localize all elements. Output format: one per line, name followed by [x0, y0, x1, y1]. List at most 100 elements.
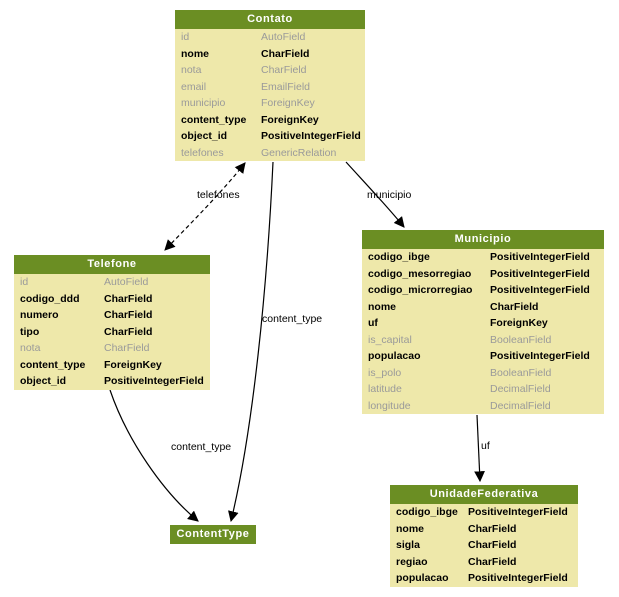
field-type: CharField [490, 300, 539, 313]
field-name: nota [20, 342, 41, 354]
field-type: ForeignKey [490, 317, 548, 329]
table-title: Telefone [14, 255, 210, 274]
field-name: codigo_ibge [368, 251, 430, 263]
table-row: codigo_ddd CharField [14, 291, 210, 308]
table-row: nome CharField [362, 299, 604, 316]
table-row: regiao CharField [390, 554, 578, 571]
table-row: populacao PositiveIntegerField [362, 348, 604, 365]
field-type: PositiveIntegerField [104, 375, 204, 387]
field-type: CharField [104, 292, 153, 305]
field-name: codigo_microrregiao [368, 284, 473, 296]
table-row: nota CharField [14, 340, 210, 357]
edge-label-content-type: content_type [171, 441, 232, 453]
table-row: content_type ForeignKey [14, 357, 210, 374]
field-name: codigo_mesorregiao [368, 267, 472, 280]
field-name: tipo [20, 325, 40, 338]
table-row: longitude DecimalField [362, 398, 604, 415]
table-row: codigo_mesorregiao PositiveIntegerField [362, 266, 604, 283]
field-name: content_type [20, 358, 86, 371]
table-row: populacao PositiveIntegerField [390, 570, 578, 587]
edge-label-telefones: telefones [197, 189, 240, 201]
field-name: id [20, 276, 29, 288]
field-name: regiao [396, 555, 428, 568]
field-type: ForeignKey [104, 358, 162, 371]
table-row: id AutoField [14, 274, 210, 291]
entity-telefone: Telefone id AutoField codigo_ddd CharFie… [14, 255, 210, 390]
table-row: content_type ForeignKey [175, 112, 365, 129]
field-type: GenericRelation [261, 146, 337, 159]
table-body: codigo_ibge PositiveIntegerField codigo_… [362, 249, 604, 414]
edge-municipio-unidadefederativa [474, 414, 485, 483]
edge-contato-telefones [164, 162, 246, 251]
field-name: nome [181, 47, 210, 60]
field-type: PositiveIntegerField [490, 251, 590, 263]
field-name: is_capital [368, 333, 412, 346]
table-body: id AutoField nome CharField nota CharFie… [175, 29, 365, 161]
table-row: uf ForeignKey [362, 315, 604, 332]
field-name: content_type [181, 113, 247, 126]
field-name: longitude [368, 399, 411, 412]
field-name: email [181, 80, 207, 93]
field-type: CharField [261, 47, 310, 60]
field-type: ForeignKey [261, 97, 315, 109]
table-title: ContentType [170, 525, 256, 544]
field-type: PositiveIntegerField [468, 572, 568, 584]
field-name: is_polo [368, 366, 402, 379]
field-name: id [181, 31, 190, 43]
field-name: nota [181, 64, 202, 76]
table-row: telefones GenericRelation [175, 145, 365, 162]
field-name: numero [20, 309, 59, 321]
table-row: numero CharField [14, 307, 210, 324]
field-name: populacao [396, 572, 449, 584]
field-name: codigo_ibge [396, 506, 458, 518]
edge-telefone-contenttype [109, 389, 199, 522]
field-name: uf [368, 317, 378, 329]
field-type: AutoField [261, 31, 306, 43]
edge-label-uf: uf [481, 440, 490, 452]
field-type: BooleanField [490, 333, 552, 346]
field-name: populacao [368, 350, 421, 362]
field-type: ForeignKey [261, 113, 319, 126]
entity-contenttype: ContentType [170, 525, 256, 544]
table-row: codigo_ibge PositiveIntegerField [390, 504, 578, 521]
table-row: object_id PositiveIntegerField [14, 373, 210, 390]
field-name: nome [396, 522, 425, 535]
field-type: CharField [261, 64, 307, 76]
field-name: telefones [181, 146, 224, 159]
edge-label-municipio: municipio [367, 189, 412, 201]
field-name: codigo_ddd [20, 292, 80, 305]
table-row: is_polo BooleanField [362, 365, 604, 382]
table-row: codigo_ibge PositiveIntegerField [362, 249, 604, 266]
field-type: PositiveIntegerField [490, 267, 590, 280]
field-type: CharField [468, 522, 517, 535]
table-row: nome CharField [175, 46, 365, 63]
field-type: DecimalField [490, 383, 551, 395]
table-row: sigla CharField [390, 537, 578, 554]
field-type: PositiveIntegerField [468, 506, 568, 518]
table-row: id AutoField [175, 29, 365, 46]
field-name: municipio [181, 97, 226, 109]
field-type: PositiveIntegerField [261, 130, 361, 142]
field-type: PositiveIntegerField [490, 350, 590, 362]
edge-label-content-type: content_type [262, 313, 323, 325]
table-row: codigo_microrregiao PositiveIntegerField [362, 282, 604, 299]
table-row: is_capital BooleanField [362, 332, 604, 349]
edge-contato-contenttype [228, 161, 274, 523]
field-name: latitude [368, 383, 402, 395]
table-row: municipio ForeignKey [175, 95, 365, 112]
field-type: CharField [104, 325, 153, 338]
table-title: Contato [175, 10, 365, 29]
table-row: nota CharField [175, 62, 365, 79]
table-row: tipo CharField [14, 324, 210, 341]
table-body: codigo_ibge PositiveIntegerField nome Ch… [390, 504, 578, 587]
field-type: CharField [468, 555, 517, 568]
table-row: nome CharField [390, 521, 578, 538]
table-title: Municipio [362, 230, 604, 249]
field-name: nome [368, 300, 397, 313]
table-row: latitude DecimalField [362, 381, 604, 398]
field-type: EmailField [261, 80, 311, 93]
entity-unidadefederativa: UnidadeFederativa codigo_ibge PositiveIn… [390, 485, 578, 587]
table-body: id AutoField codigo_ddd CharField numero… [14, 274, 210, 390]
field-type: AutoField [104, 276, 149, 288]
